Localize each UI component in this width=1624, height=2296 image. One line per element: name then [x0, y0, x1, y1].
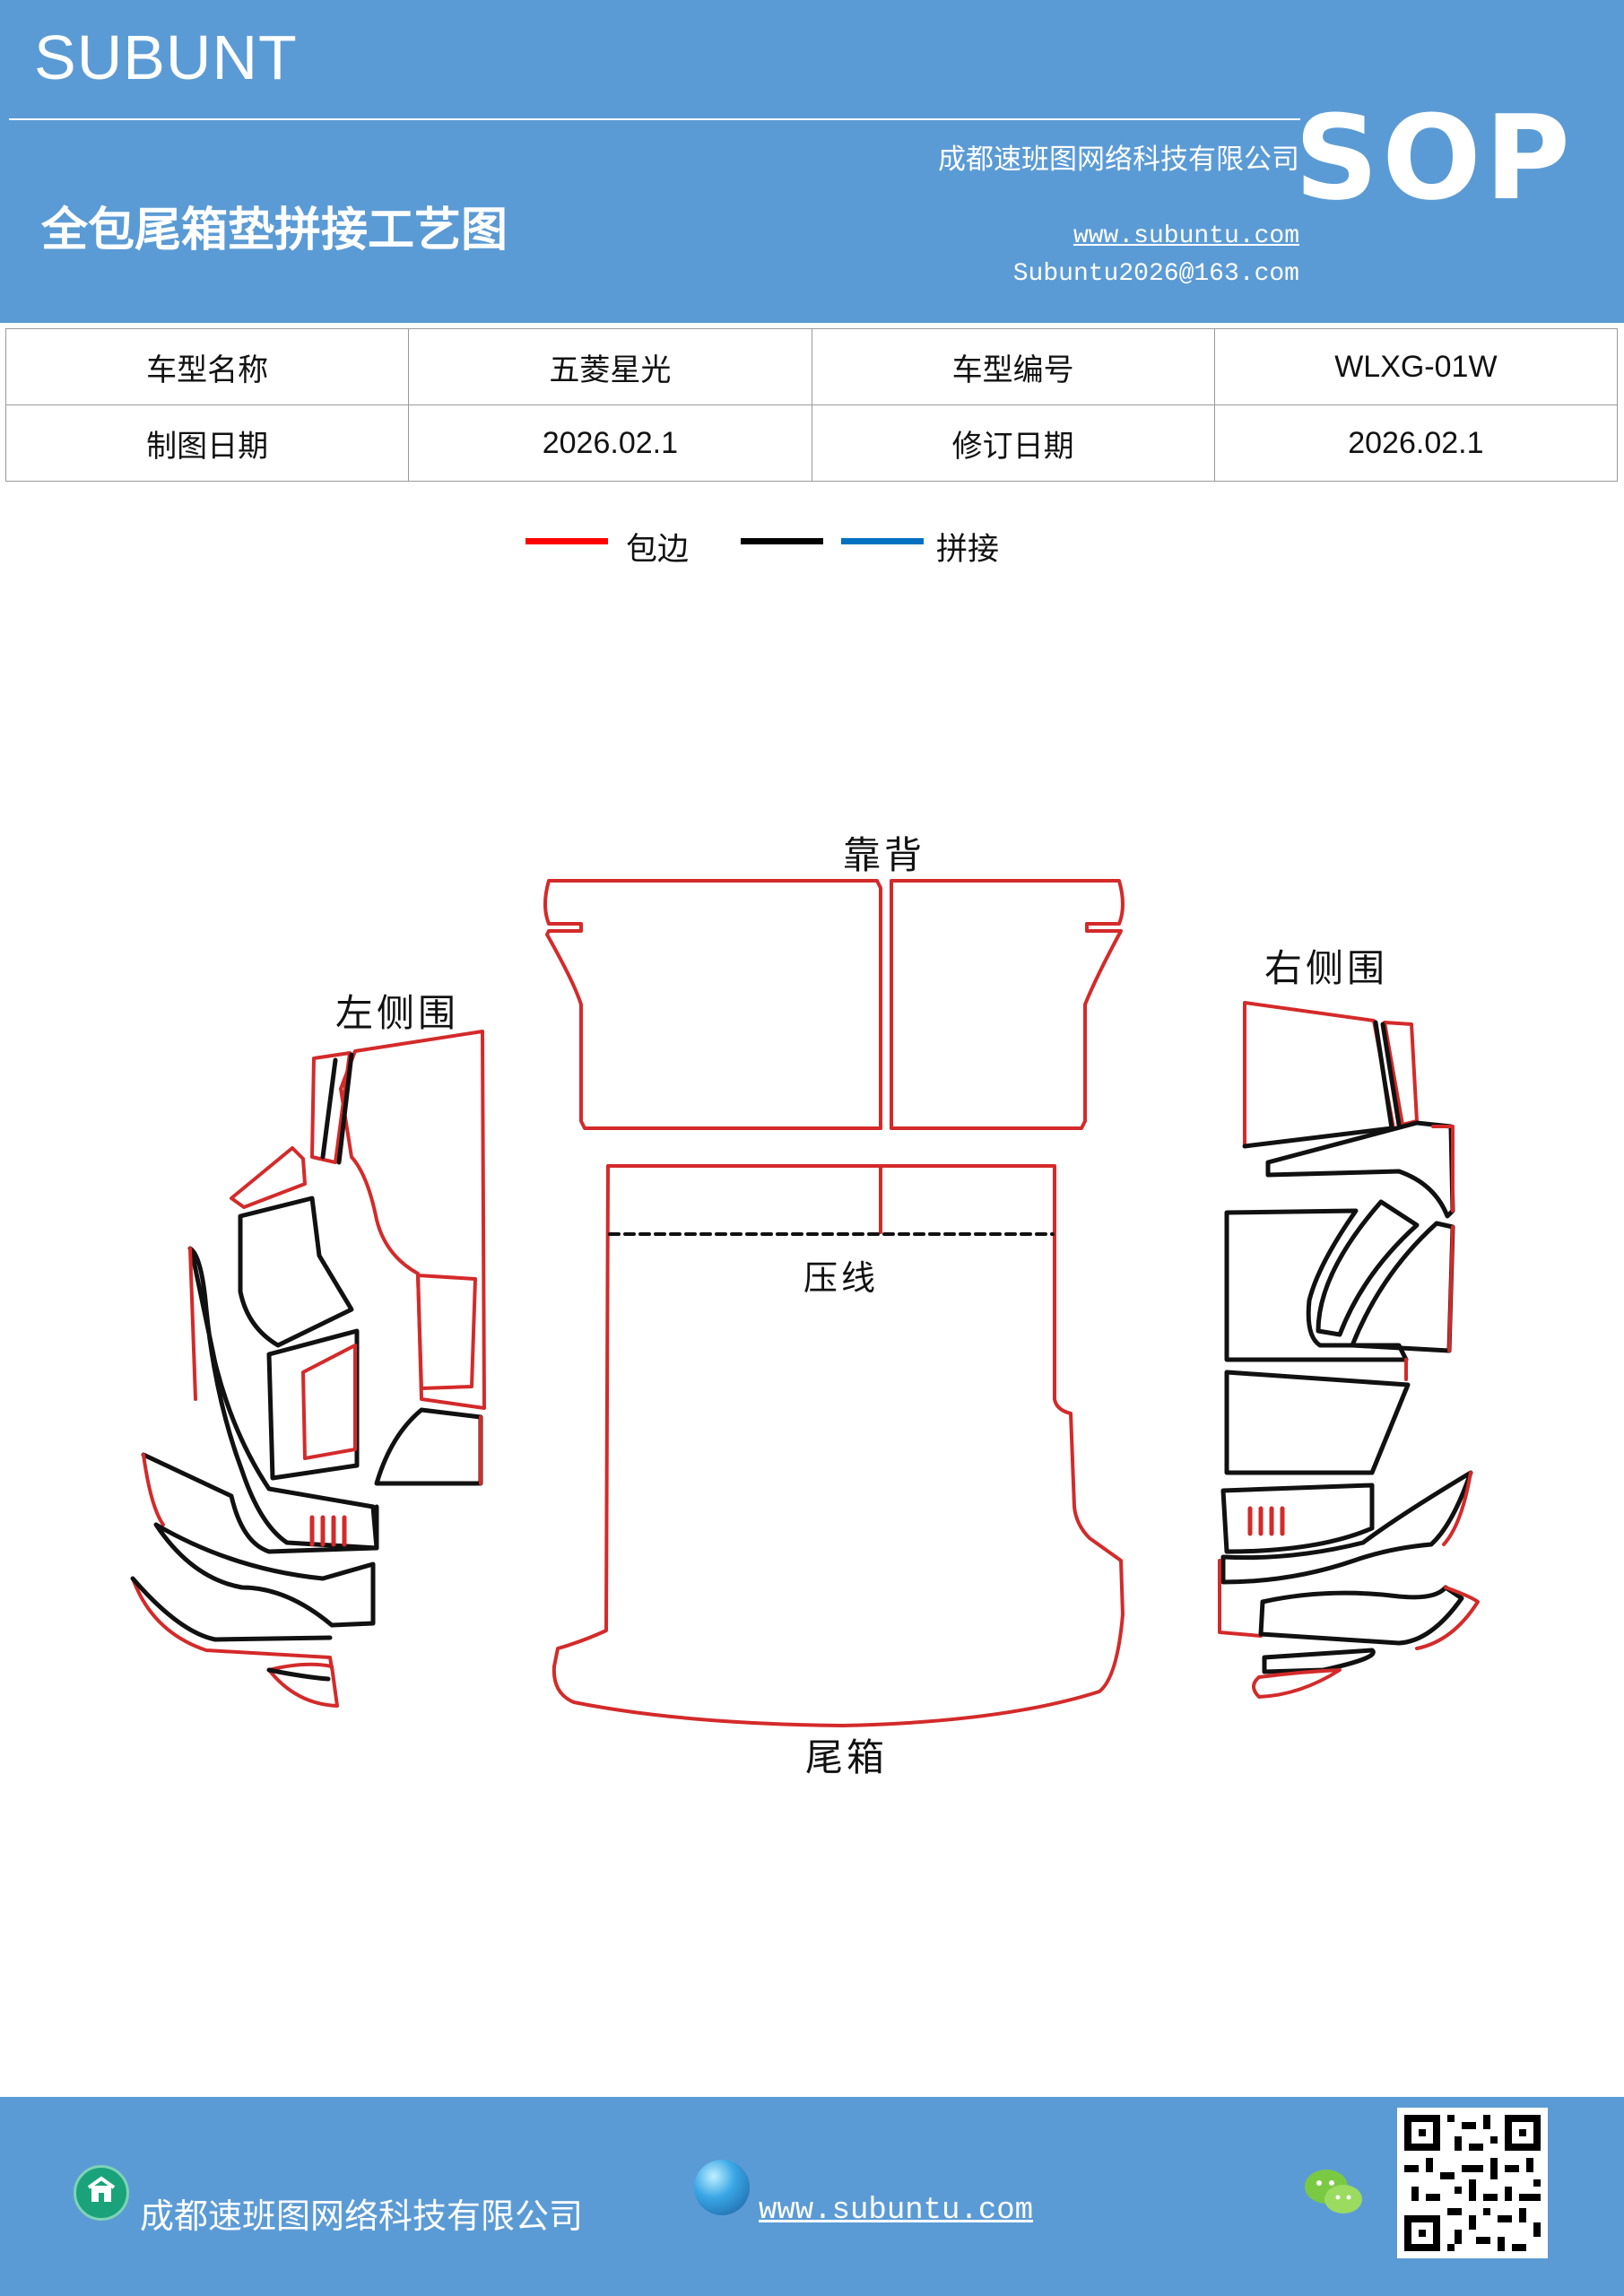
left-side-cut-1: [230, 1146, 307, 1209]
header-banner: SUBUNT 成都速班图网络科技有限公司 SOP 全包尾箱垫拼接工艺图 www.…: [0, 0, 1624, 323]
legend-seam-label: 拼接: [936, 532, 1000, 568]
qr-code: [1397, 2108, 1548, 2258]
table-row: 车型名称 五菱星光 车型编号 WLXG-01W: [4, 328, 1619, 405]
legend-black-line: [741, 538, 823, 544]
right-ventilation-marks: [1247, 1506, 1285, 1536]
right-side-bar: [1220, 1483, 1375, 1554]
company-name: 成都速班图网络科技有限公司: [938, 144, 1299, 176]
label-trunk: 尾箱: [805, 1735, 889, 1779]
label-backrest: 靠背: [843, 833, 926, 877]
legend-edge-label: 包边: [626, 532, 690, 568]
cell-model-code-label: 车型编号: [811, 328, 1215, 405]
right-side-mid-left: [1224, 1208, 1409, 1362]
left-side-window: [416, 1274, 477, 1390]
right-side-low-2: [1258, 1585, 1464, 1646]
label-crease: 压线: [803, 1258, 880, 1298]
email-address: Subuntu2026@163.com: [1012, 260, 1299, 288]
left-side-top-panel: [339, 1030, 486, 1410]
footer-website-link[interactable]: www.subuntu.com: [759, 2194, 1034, 2228]
legend: 包边 拼接: [0, 520, 1624, 574]
table-row: 制图日期 2026.02.1 修订日期 2026.02.1: [4, 404, 1619, 482]
brand-name: SUBUNT: [34, 22, 298, 92]
left-side-strip: [310, 1051, 352, 1164]
wechat-icon[interactable]: [1302, 2165, 1365, 2219]
trunk-floor-piece: [551, 1164, 1125, 1727]
cell-revise-date-label: 修订日期: [811, 404, 1215, 482]
left-side-low-2: [153, 1522, 376, 1628]
backrest-right-piece: [890, 879, 1125, 1130]
sop-badge: SOP: [1294, 90, 1574, 226]
left-side-big-lower: [187, 1246, 379, 1551]
right-side-wide-band: [1224, 1370, 1411, 1475]
info-table: 车型名称 五菱星光 车型编号 WLXG-01W 制图日期 2026.02.1 修…: [4, 328, 1619, 482]
right-side-low-1: [1220, 1470, 1473, 1585]
building-icon: [74, 2165, 129, 2221]
cell-draw-date-value: 2026.02.1: [408, 404, 812, 482]
left-side-cut-2: [238, 1196, 354, 1348]
left-side-lower-right: [374, 1407, 483, 1486]
header-divider: [9, 118, 1300, 120]
footer-company: 成都速班图网络科技有限公司: [140, 2196, 584, 2236]
right-side-diagonal-1: [1316, 1199, 1420, 1337]
label-left-side: 左侧围: [335, 991, 460, 1035]
backrest-left-piece: [543, 879, 882, 1130]
legend-seam-line: [841, 538, 924, 544]
right-side-low-3: [1262, 1648, 1376, 1674]
left-ventilation-marks: [309, 1515, 347, 1547]
right-side-top-panel: [1243, 1001, 1395, 1148]
cell-draw-date-label: 制图日期: [4, 404, 410, 482]
legend-edge-line: [525, 538, 608, 544]
globe-icon: [694, 2160, 750, 2215]
right-side-diagonal-2: [1350, 1221, 1455, 1353]
label-right-side: 右侧围: [1264, 946, 1389, 990]
cell-revise-date-value: 2026.02.1: [1213, 404, 1619, 482]
website-link[interactable]: www.subuntu.com: [1073, 222, 1299, 250]
left-side-low-1: [141, 1452, 379, 1554]
cell-model-name-value: 五菱星光: [408, 328, 812, 405]
page-title: 全包尾箱垫拼接工艺图: [41, 203, 508, 257]
cell-model-code-value: WLXG-01W: [1213, 328, 1619, 405]
footer-banner: 成都速班图网络科技有限公司 www.subuntu.com: [0, 2097, 1624, 2296]
right-side-upper-band: [1265, 1120, 1455, 1219]
cell-model-name-label: 车型名称: [4, 328, 410, 405]
